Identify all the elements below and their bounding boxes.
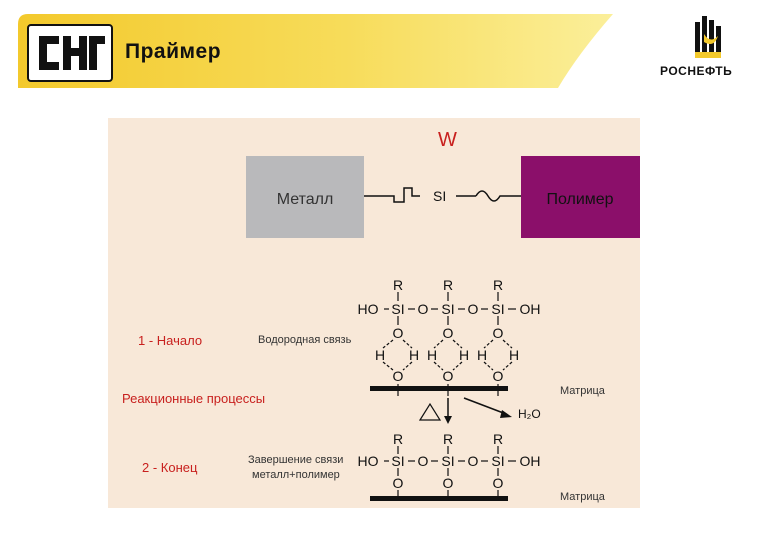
matrix-bar-2 [370, 496, 508, 501]
matrix-bar-1 [370, 386, 508, 391]
oh-group: OH [520, 301, 541, 317]
header-banner [18, 14, 638, 88]
r-atom-3: R [493, 277, 503, 293]
brand-name: РОСНЕФТЬ [660, 64, 733, 78]
rosneft-logo [652, 14, 770, 84]
si-atom-1: SI [391, 301, 404, 317]
h-atom-4: H [459, 347, 469, 363]
o-atom-1: O [393, 325, 404, 341]
h-atom-2: H [409, 347, 419, 363]
heat-triangle-icon [418, 402, 442, 421]
completion-label-line2: металл+полимер [252, 469, 340, 481]
ho2-group: HO [358, 453, 379, 469]
polymer-label: Полимер [546, 191, 613, 208]
o-bridge-1: O [418, 301, 429, 317]
o2-bridge-2: O [468, 453, 479, 469]
matrix-label-2: Матрица [560, 491, 606, 503]
polymer-box [521, 156, 640, 238]
si-atom-2: SI [441, 301, 454, 317]
oh2-group: OH [520, 453, 541, 469]
rosneft-emblem-icon [695, 16, 721, 58]
h-atom-5: H [477, 347, 487, 363]
si-atom-3: SI [491, 301, 504, 317]
bonds-start [384, 292, 516, 325]
o-surface-2: O [443, 368, 454, 384]
water-label: H₂O [518, 407, 541, 421]
matrix-label-1: Матрица [560, 385, 606, 397]
step1-label: 1 - Начало [138, 333, 202, 348]
sng-logo-icon [39, 36, 105, 70]
matrix-ticks-1 [397, 384, 499, 396]
o2-atom-3: O [493, 475, 504, 491]
o-surface-3: O [493, 368, 504, 384]
w-label: W [438, 129, 457, 151]
h-atom-3: H [427, 347, 437, 363]
metal-box [246, 156, 364, 238]
o2-atom-1: O [393, 475, 404, 491]
o-surface-1: O [393, 368, 404, 384]
reaction-arrows [444, 397, 512, 424]
molecule-start: R R R HO SI O SI O SI OH O O O H H H H H… [358, 277, 541, 384]
h-atom-6: H [509, 347, 519, 363]
diagram-canvas: W Металл Полимер SI R R R HO SI O SI O S… [122, 129, 640, 503]
hbond-label: Водородная связь [258, 334, 352, 346]
h-atom-1: H [375, 347, 385, 363]
molecule-end: R R R HO SI O SI O SI OH O O O [358, 431, 541, 491]
hydrogen-bonds [382, 339, 513, 371]
r2-atom-1: R [393, 431, 403, 447]
o2-atom-2: O [443, 475, 454, 491]
o2-bridge-1: O [418, 453, 429, 469]
r2-atom-3: R [493, 431, 503, 447]
o-atom-2: O [443, 325, 454, 341]
r-atom-1: R [393, 277, 403, 293]
r2-atom-2: R [443, 431, 453, 447]
banner-gradient [18, 14, 613, 88]
o-atom-3: O [493, 325, 504, 341]
si-connector-label: SI [433, 188, 446, 204]
company-logo [27, 24, 113, 82]
silane-connector [364, 187, 521, 203]
page-title: Праймер [125, 40, 222, 63]
metal-label: Металл [277, 191, 334, 208]
step2-label: 2 - Конец [142, 460, 198, 475]
reaction-label: Реакционные процессы [122, 391, 265, 406]
o-bridge-2: O [468, 301, 479, 317]
si2-atom-1: SI [391, 453, 404, 469]
si2-atom-2: SI [441, 453, 454, 469]
primer-diagram: W Металл Полимер SI R R R HO SI O SI O S… [108, 118, 640, 508]
bonds-end [384, 446, 516, 497]
si2-atom-3: SI [491, 453, 504, 469]
completion-label-line1: Завершение связи [248, 454, 343, 466]
r-atom-2: R [443, 277, 453, 293]
ho-group: HO [358, 301, 379, 317]
